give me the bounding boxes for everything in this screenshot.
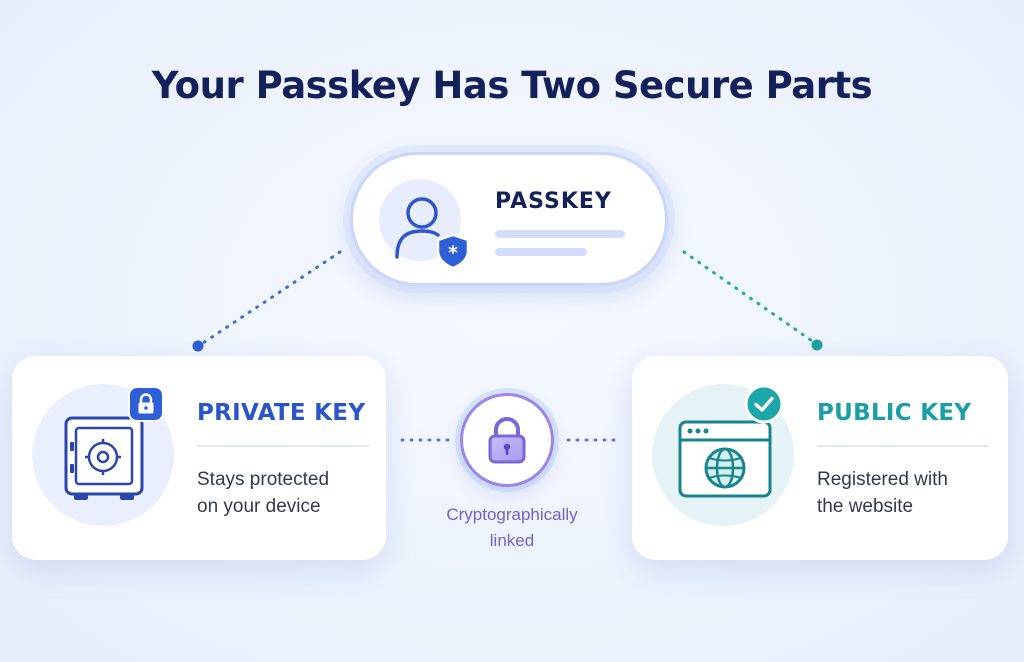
lock-badge-icon <box>128 386 164 422</box>
private-key-description: Stays protected on your device <box>197 466 377 520</box>
public-key-divider <box>817 445 989 447</box>
check-badge-icon <box>744 384 784 424</box>
link-label: Cryptographically linked <box>412 502 612 554</box>
private-key-card: PRIVATE KEY Stays protected on your devi… <box>12 356 386 560</box>
private-key-divider <box>197 445 369 447</box>
link-label-line-2: linked <box>489 531 535 550</box>
passkey-placeholder-line-2 <box>495 248 587 256</box>
browser-globe-icon <box>652 384 794 526</box>
public-key-card: PUBLIC KEY Registered with the website <box>632 356 1008 560</box>
private-key-title: PRIVATE KEY <box>197 400 366 426</box>
public-key-desc-line-2: the website <box>817 496 914 517</box>
public-key-title: PUBLIC KEY <box>817 400 972 426</box>
connector-passkey-public <box>682 250 817 345</box>
passkey-placeholder-line-1 <box>495 230 625 238</box>
connector-dot-public <box>811 339 823 351</box>
svg-text:*: * <box>448 242 458 264</box>
private-key-desc-line-1: Stays protected <box>197 469 330 490</box>
public-key-desc-line-1: Registered with <box>817 469 948 490</box>
passkey-label: PASSKEY <box>495 189 612 214</box>
connector-dot-private <box>192 340 204 352</box>
public-key-description: Registered with the website <box>817 466 997 520</box>
page-title: Your Passkey Has Two Secure Parts <box>151 64 873 107</box>
user-shield-icon: * <box>379 179 469 269</box>
passkey-pill: * PASSKEY <box>350 152 668 286</box>
link-label-line-1: Cryptographically <box>446 505 578 524</box>
private-key-desc-line-2: on your device <box>197 496 321 517</box>
connector-passkey-private <box>198 250 342 347</box>
padlock-icon <box>460 393 554 487</box>
